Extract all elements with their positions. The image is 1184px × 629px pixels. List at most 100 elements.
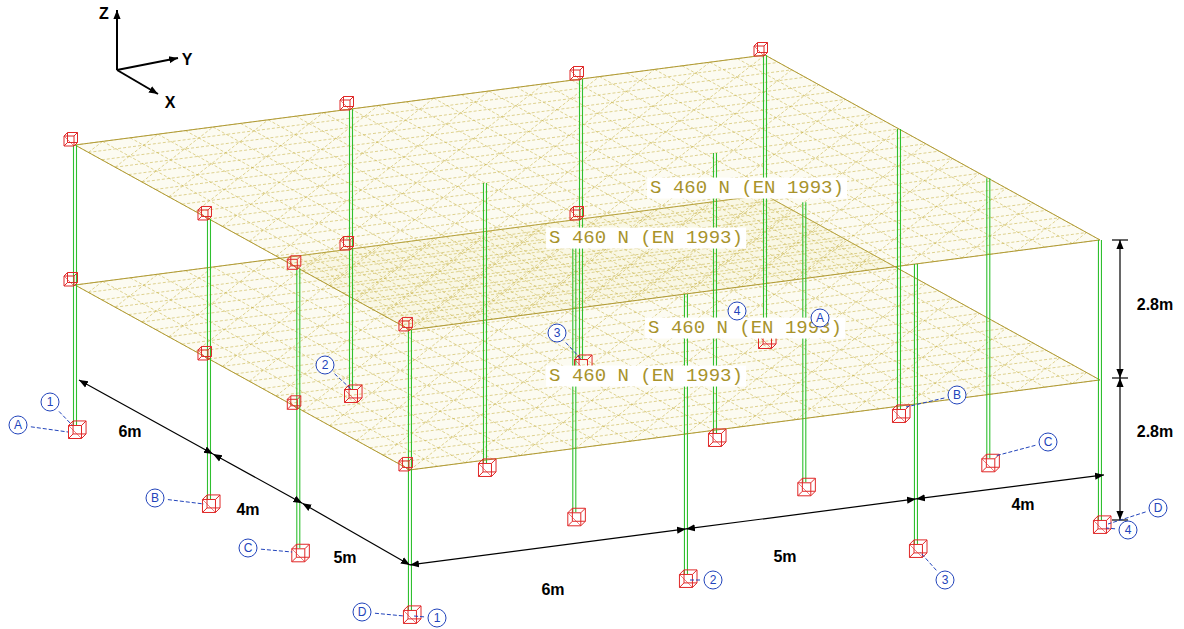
leader-line	[906, 398, 944, 407]
leader-line	[566, 343, 581, 359]
mesh-line	[222, 105, 378, 226]
mesh-line	[249, 98, 434, 241]
mesh-line	[130, 138, 465, 323]
dimension-text: 4m	[236, 501, 259, 519]
grid-bubble: C	[238, 538, 258, 558]
column-line	[411, 330, 412, 610]
support-cube	[340, 237, 354, 251]
support-cube	[982, 454, 1000, 472]
dimension-text: 2.8m	[1137, 423, 1173, 441]
mesh-line	[852, 313, 980, 412]
mesh-line	[88, 62, 778, 152]
mesh-line	[330, 77, 600, 286]
dimension-line	[79, 380, 213, 454]
mesh-line	[741, 144, 926, 287]
mesh-line	[103, 141, 438, 326]
mesh-line	[907, 328, 1006, 405]
mesh-line	[296, 116, 631, 301]
grid-bubble: B	[145, 488, 165, 508]
column-line	[483, 183, 484, 463]
mesh-line	[169, 260, 268, 337]
dimension-text: 5m	[333, 549, 356, 567]
mesh-line	[289, 313, 979, 403]
mesh-line	[343, 203, 1033, 293]
support-cube	[798, 478, 816, 496]
column-line	[486, 183, 487, 463]
support-cube	[64, 273, 78, 287]
mesh-line	[852, 173, 980, 272]
leader-line	[1106, 528, 1115, 530]
leader-line	[261, 549, 292, 552]
mesh-line	[576, 99, 846, 308]
grid-bubble: D	[352, 602, 372, 622]
mesh-line	[520, 85, 818, 316]
mesh-line	[196, 122, 886, 212]
leader-line	[168, 500, 204, 504]
grid-label: D	[352, 602, 372, 619]
column-line	[986, 178, 987, 458]
mesh-line	[241, 123, 576, 308]
axis-label: X	[165, 94, 176, 112]
material-label: S 460 N (EN 1993)	[546, 228, 746, 249]
mesh-line	[115, 77, 805, 167]
mesh-line	[907, 188, 1006, 265]
material-label: S 460 N (EN 1993)	[546, 366, 746, 387]
column-line	[914, 264, 915, 544]
support-cube	[399, 457, 413, 471]
grid-label: B	[947, 385, 967, 402]
grid-bubble: C	[1038, 432, 1058, 452]
grid-bubble: 2	[703, 570, 723, 590]
column-line	[897, 129, 898, 409]
column-line	[352, 109, 353, 389]
axis-triad	[117, 10, 178, 94]
axis-arrow	[117, 70, 158, 94]
support-cube	[64, 133, 78, 147]
support-cube	[198, 206, 212, 220]
leader-line	[690, 580, 700, 581]
support-cube	[198, 346, 212, 360]
mesh-line	[196, 113, 324, 212]
axis-label: Y	[182, 51, 193, 69]
support-cube	[478, 459, 496, 477]
grid-label: A	[8, 415, 28, 432]
grid-label: 4	[727, 301, 747, 318]
mesh-line	[158, 134, 493, 319]
support-cube	[69, 421, 87, 439]
slab-edge	[75, 55, 1100, 330]
support-cube	[287, 256, 301, 269]
grid-label: A	[810, 308, 830, 325]
dimensions	[79, 240, 1128, 565]
support-cube	[1093, 516, 1111, 534]
mesh-line	[142, 92, 832, 182]
leader-line	[335, 374, 351, 389]
mesh-line	[236, 144, 926, 234]
support-cube	[909, 540, 927, 558]
leader-line	[414, 616, 424, 618]
mesh-line	[370, 218, 1060, 308]
dimension-line	[213, 454, 302, 503]
support-cube	[202, 495, 220, 513]
column-line	[989, 178, 990, 458]
support-cube	[708, 429, 726, 447]
column-line	[299, 268, 300, 548]
grid-bubble: B	[947, 385, 967, 405]
dimension-tick	[1112, 239, 1128, 240]
support-cube	[399, 317, 413, 331]
mesh-line	[316, 188, 1006, 278]
mesh-line	[330, 336, 1020, 426]
mesh-line	[370, 358, 1060, 448]
mesh-line	[129, 85, 819, 175]
mesh-line	[182, 114, 872, 204]
grid-bubble: 3	[935, 570, 955, 590]
dimension-text: 6m	[118, 423, 141, 441]
mesh-line	[710, 62, 1045, 247]
dimension-line	[1119, 378, 1120, 520]
grid-bubble: 3	[547, 323, 567, 343]
mesh-line	[682, 66, 1017, 251]
axis-label: Z	[99, 5, 109, 23]
mesh-line	[517, 87, 852, 272]
grid-bubble: 4	[727, 301, 747, 321]
grid-label: C	[1038, 432, 1058, 449]
grid-label: 1	[40, 392, 60, 409]
mesh-line	[741, 284, 926, 427]
